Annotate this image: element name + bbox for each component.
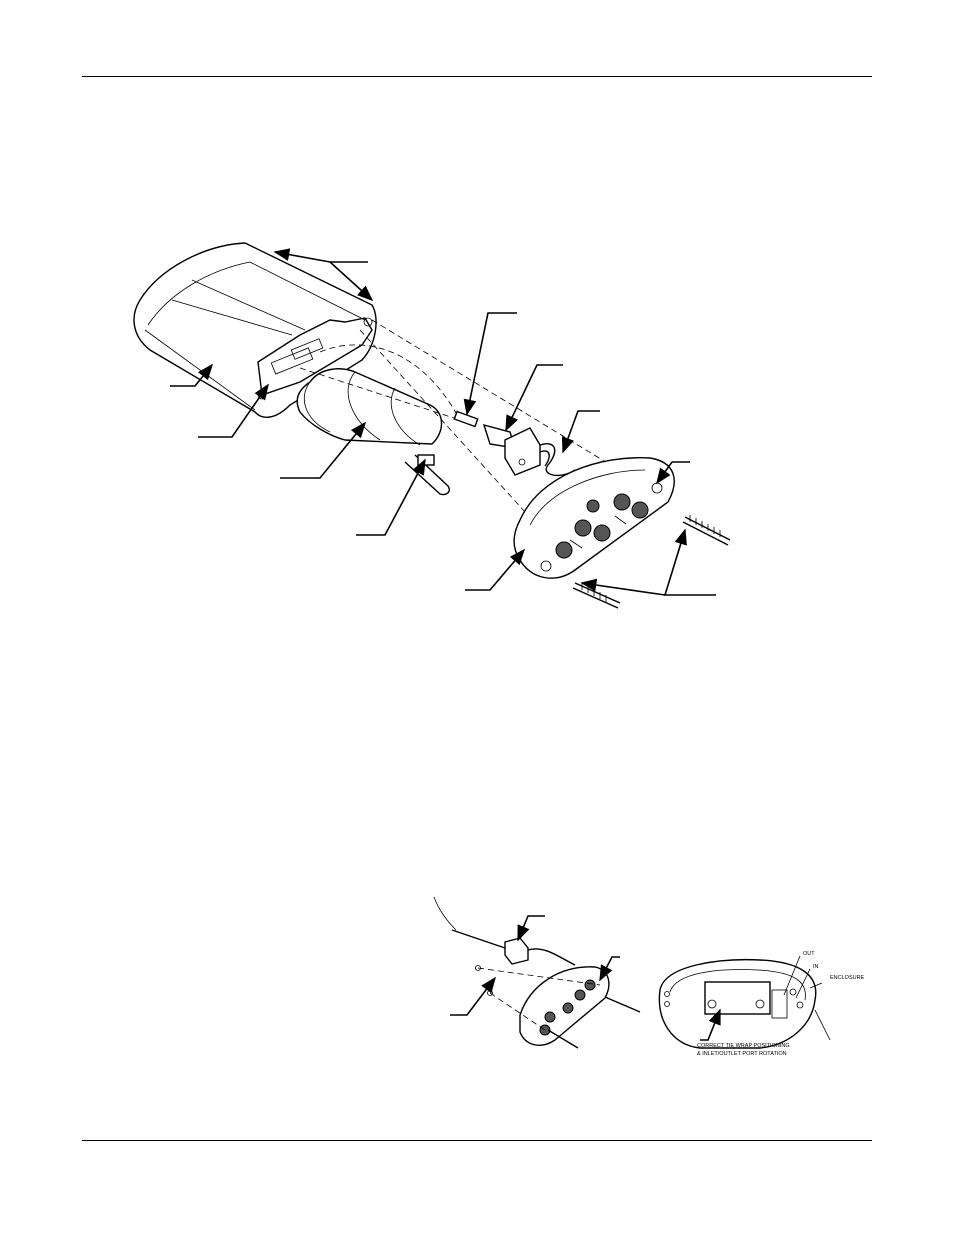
main-exploded-view [133,242,731,609]
sensor-assembly [453,410,576,477]
enclosure-label: ENCLOSURE [830,975,865,981]
out-label: OUT [803,951,815,957]
leader-lines [170,248,716,596]
end-cap-manifold [513,457,675,579]
battery-pack [296,368,450,496]
header-rule [82,76,872,77]
in-label: IN [813,964,819,970]
footer-rule [82,1140,872,1141]
note-line-2: & INLET/OUTLET PORT ROTATION [697,1051,787,1057]
note-line-1: CORRECT TIE WRAP POSITIONING [697,1043,790,1049]
enclosure-housing [133,242,377,418]
inset-sensor-assembly [433,896,641,1049]
inset-enclosure-top-view: OUT IN ENCLOSURE CORRECT TIE WRAP POSITI… [658,951,865,1057]
